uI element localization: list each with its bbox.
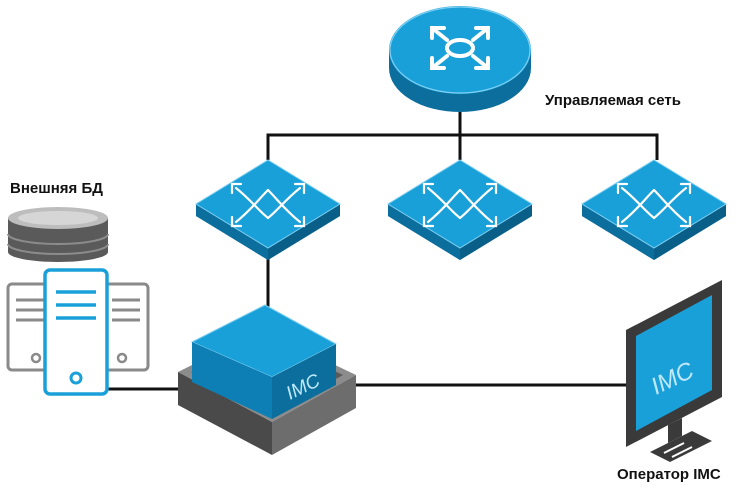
switch-icon	[195, 159, 341, 260]
router-icon	[389, 6, 531, 112]
operator-label: Оператор IMC	[617, 466, 721, 483]
server-icon	[6, 268, 150, 396]
imc-appliance-icon: IMC	[178, 304, 356, 455]
monitor-icon: IMC	[626, 280, 722, 462]
connection-lines	[106, 112, 659, 391]
external-db-label: Внешняя БД	[10, 180, 103, 197]
managed-network-label: Управляемая сеть	[545, 92, 681, 109]
switch-icon	[581, 159, 727, 260]
switch-bus-line	[266, 133, 659, 160]
switch-icon	[387, 159, 533, 260]
router-arrows-icon	[430, 26, 490, 70]
database-icon	[7, 207, 109, 262]
